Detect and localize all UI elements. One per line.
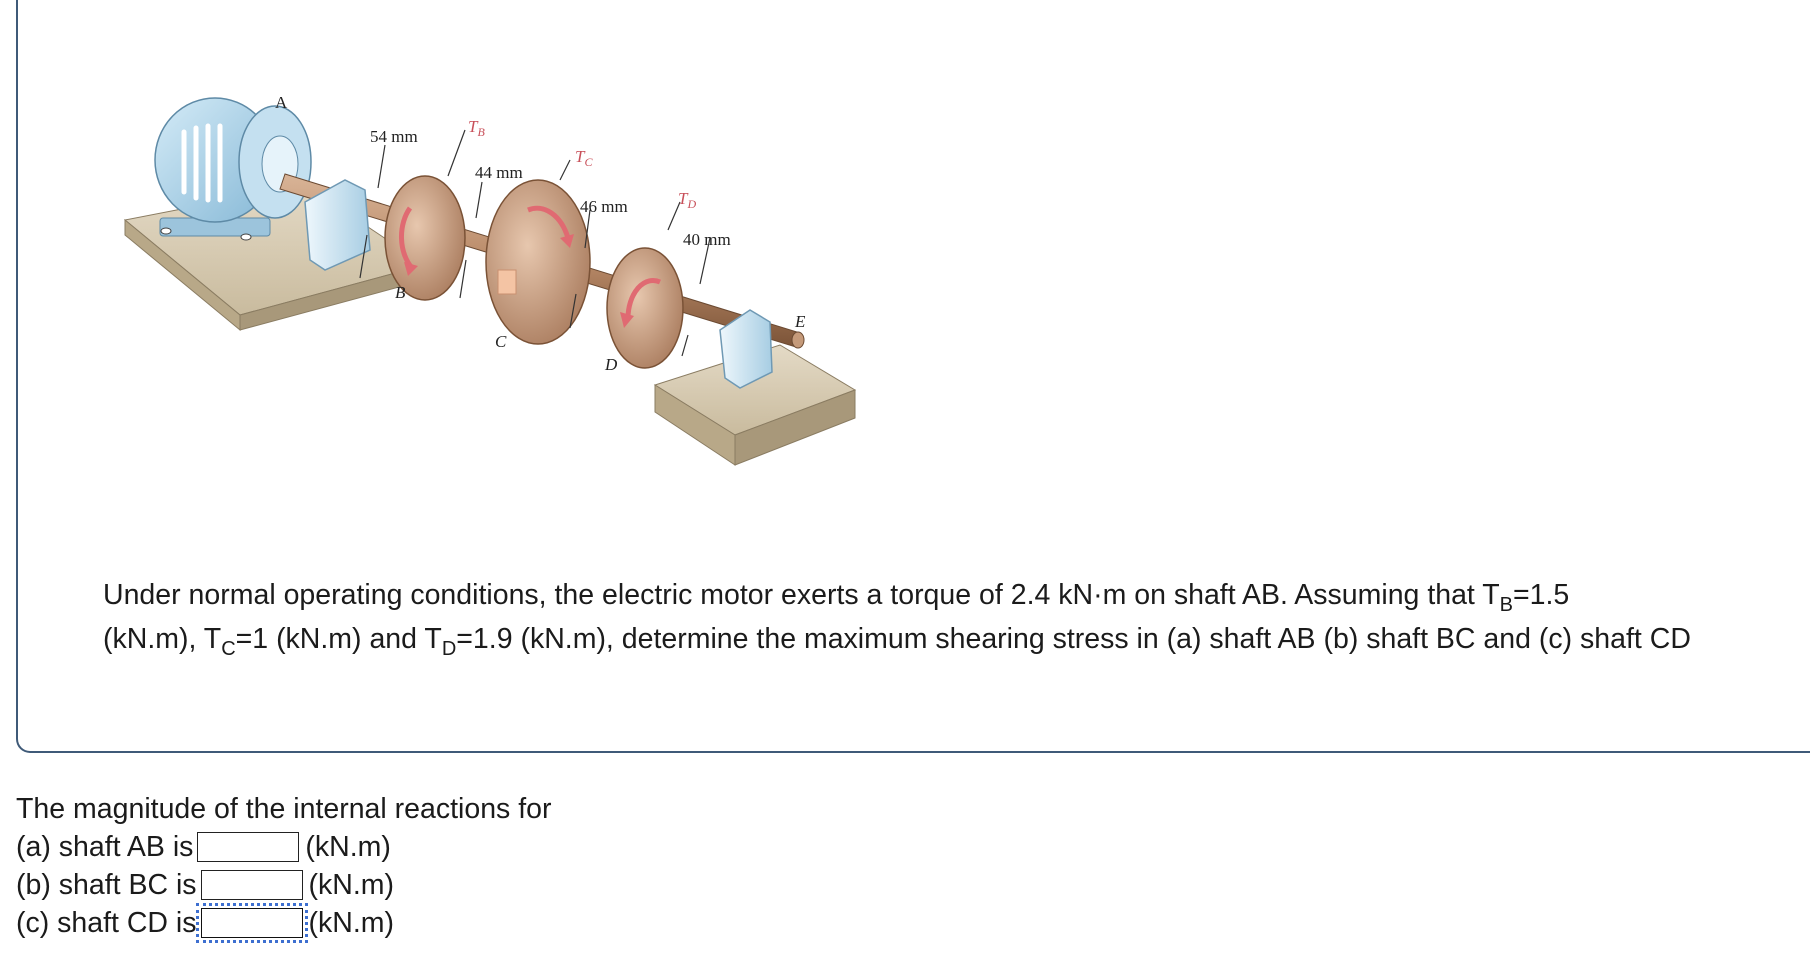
answer-label-bc: (b) shaft BC is (16, 869, 197, 901)
answer-input-cd[interactable] (195, 903, 308, 943)
right-bearing (719, 309, 773, 389)
left-bearing (304, 179, 371, 271)
gear-d (606, 247, 684, 369)
answer-row-cd: (c) shaft CD is (kN.m) (16, 903, 551, 943)
dimension-lines (359, 129, 711, 357)
answer-input-bc[interactable] (200, 870, 303, 900)
torque-tc-label: TC (575, 147, 593, 169)
gear-c (485, 179, 591, 345)
problem-line-1: Under normal operating conditions, the e… (103, 579, 1570, 616)
label-b: B (395, 283, 406, 302)
torque-tb-label: TB (468, 117, 485, 139)
answer-unit-bc: (kN.m) (308, 869, 395, 901)
answer-unit-ab: (kN.m) (305, 831, 391, 863)
answer-label-cd: (c) shaft CD is (16, 907, 197, 939)
torque-td-label: TD (678, 189, 696, 211)
shaft-figure: A B C D E 54 mm 44 mm 46 mm 40 mm TB TC … (123, 93, 857, 466)
label-c: C (495, 332, 507, 351)
problem-line-2: (kN.m), TC=1 (kN.m) and TD=1.9 (kN.m), d… (103, 623, 1691, 660)
answer-row-bc: (b) shaft BC is (kN.m) (16, 866, 551, 904)
label-d: D (604, 355, 618, 374)
problem-statement: Under normal operating conditions, the e… (103, 573, 1803, 661)
answer-row-ab: (a) shaft AB is (kN.m) (16, 828, 551, 866)
answer-intro: The magnitude of the internal reactions … (16, 793, 552, 825)
dim-40mm: 40 mm (683, 230, 731, 249)
question-panel (16, 0, 1810, 753)
answer-input-ab[interactable] (197, 832, 300, 862)
label-a: A (275, 93, 288, 112)
dim-44mm: 44 mm (475, 163, 523, 182)
right-base (653, 344, 857, 466)
label-e: E (794, 312, 806, 331)
answer-area: The magnitude of the internal reactions … (16, 790, 552, 943)
dim-54mm: 54 mm (370, 127, 418, 146)
answer-unit-cd: (kN.m) (308, 907, 395, 939)
gear-b (384, 175, 466, 301)
answer-label-ab: (a) shaft AB is (16, 831, 194, 863)
dim-46mm: 46 mm (580, 197, 628, 216)
